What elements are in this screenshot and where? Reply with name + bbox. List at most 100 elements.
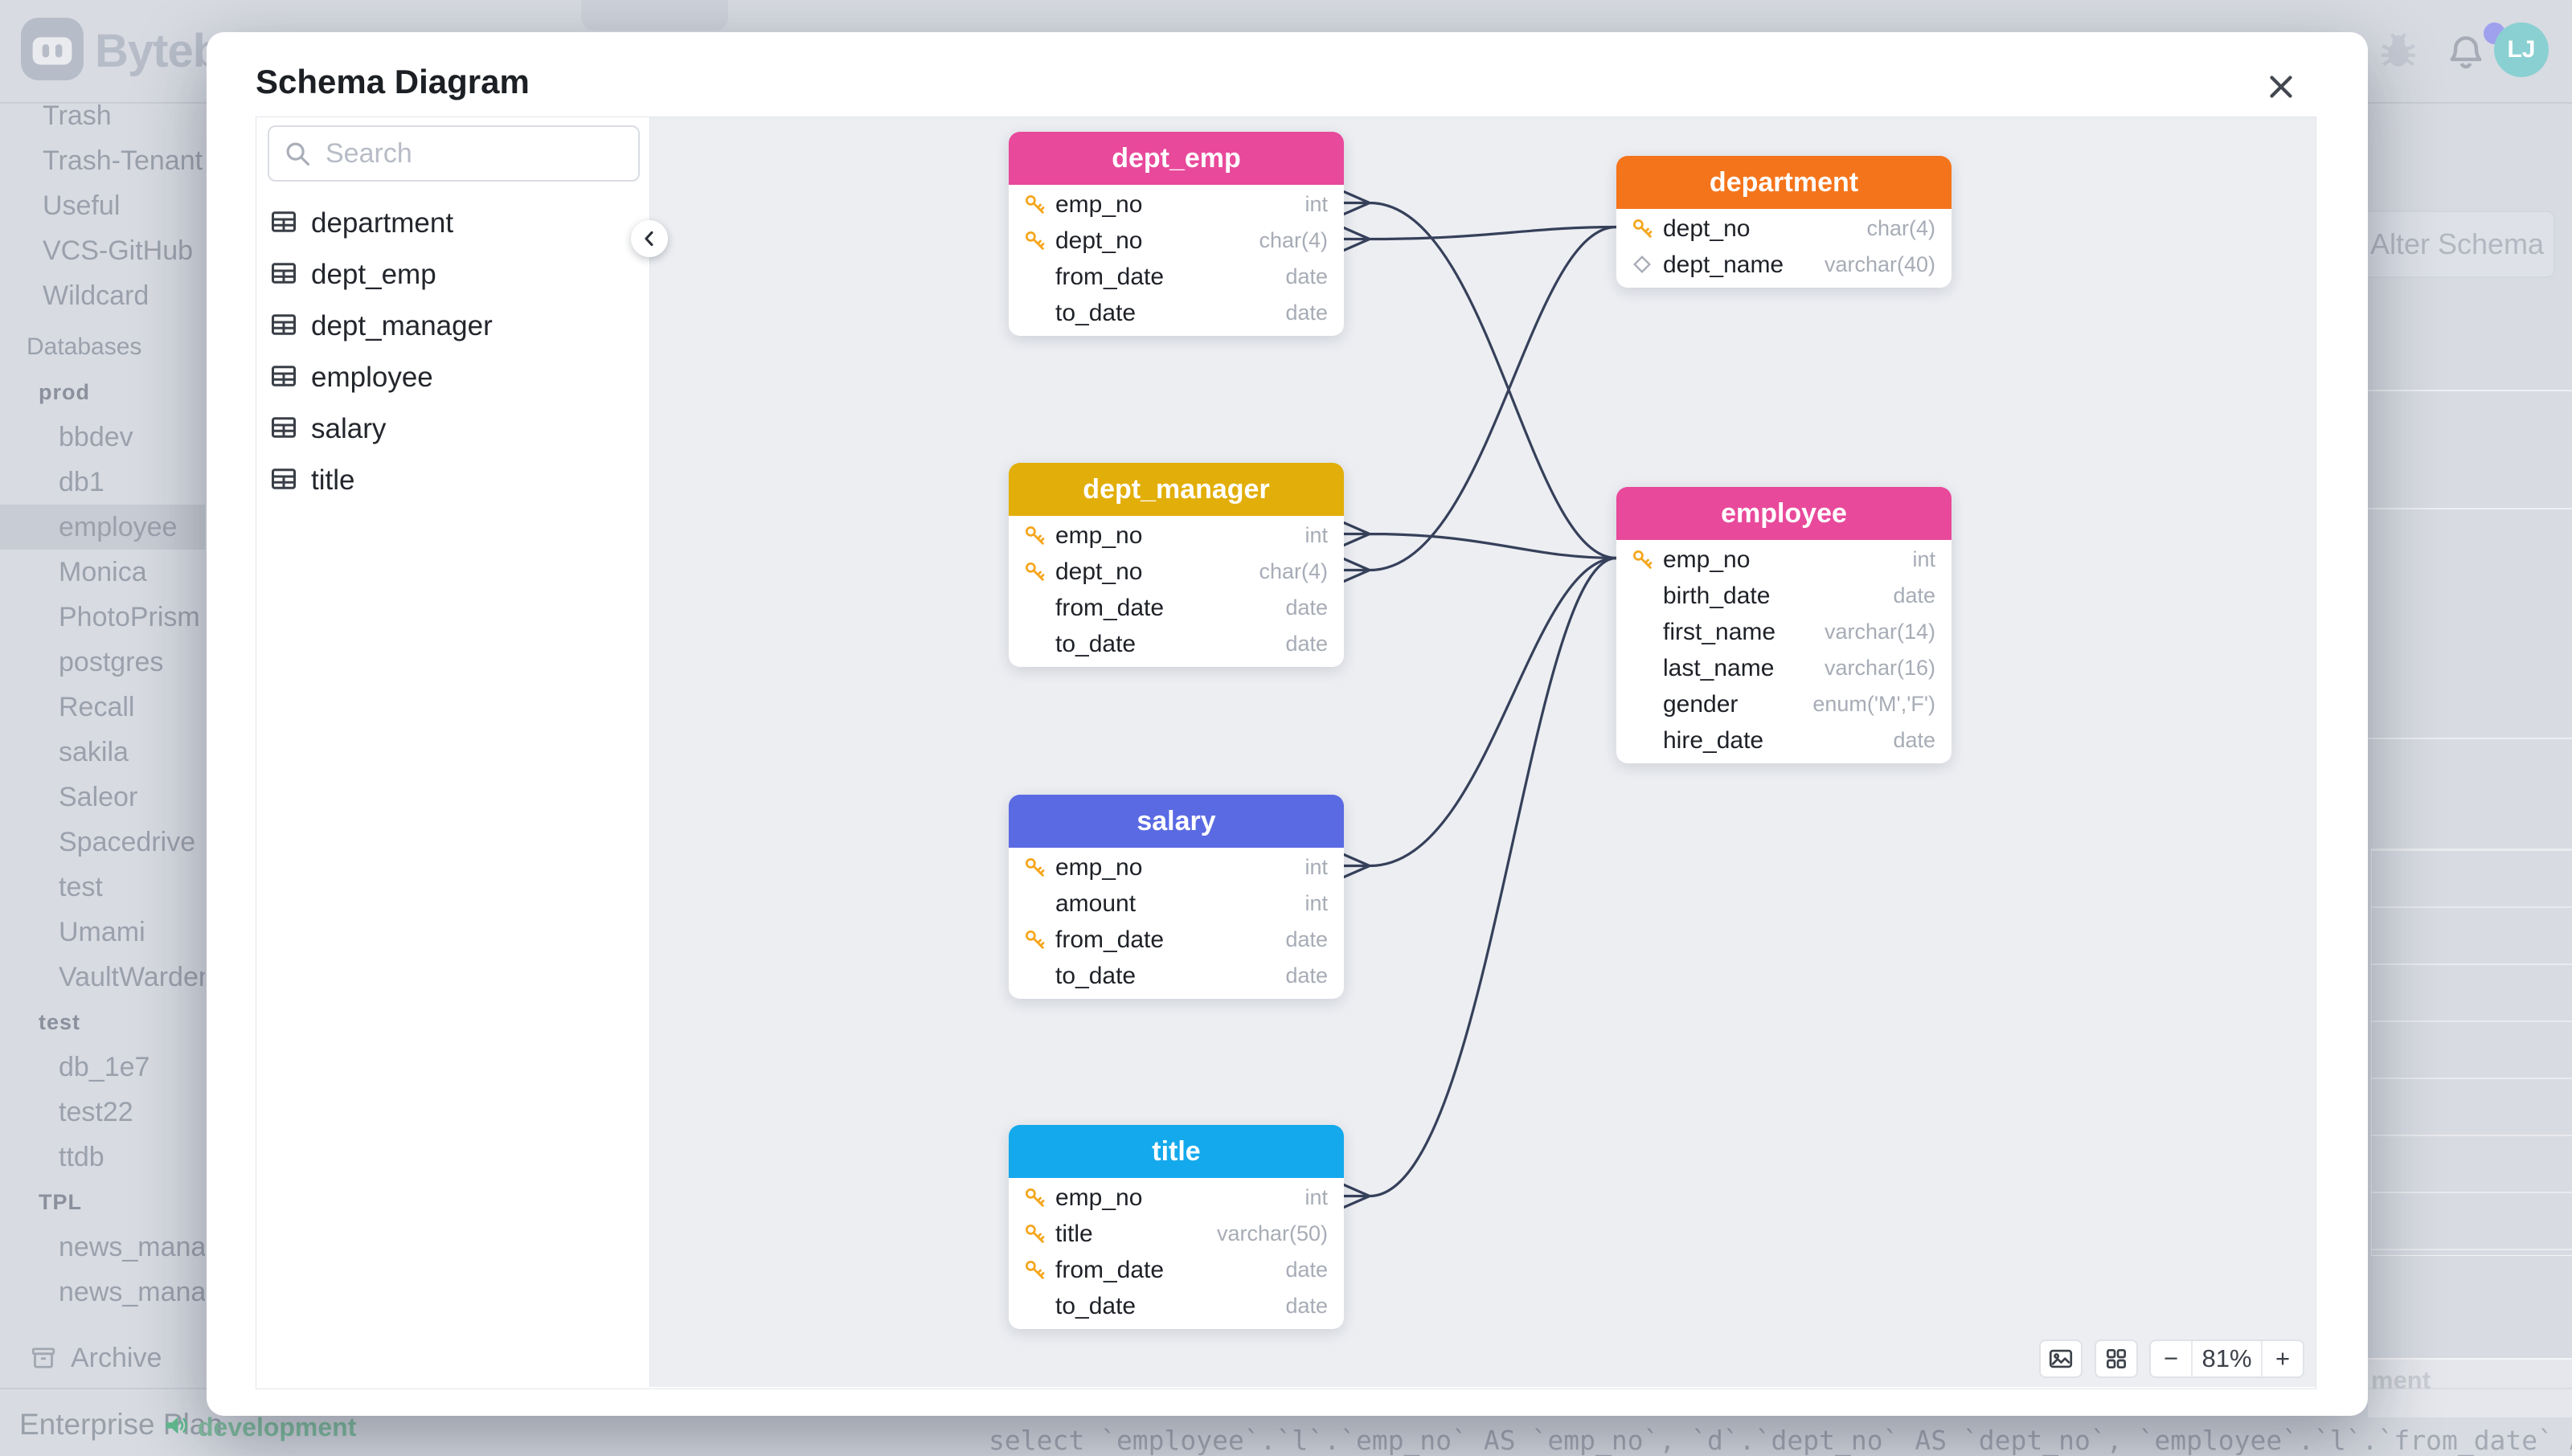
sidebar-item-news-manage[interactable]: news_manage <box>59 1232 205 1262</box>
modal-content: department dept_emp dept_manager employee sa… <box>256 117 2316 1389</box>
edge-title-employee <box>1342 556 1618 1209</box>
sidebar-item-employee[interactable]: employee <box>0 505 205 550</box>
sidebar-item-db-1e7[interactable]: db_1e7 <box>59 1052 150 1082</box>
column-name: birth_date <box>1663 582 1771 609</box>
column-type: char(4) <box>1259 228 1328 252</box>
sidebar-env-test: test <box>39 1010 81 1034</box>
table-list-label: employee <box>311 362 433 393</box>
sidebar-item-bbdev[interactable]: bbdev <box>59 422 133 452</box>
sidebar-item-photoprism[interactable]: PhotoPrism <box>59 602 200 632</box>
sidebar-item-wildcard[interactable]: Wildcard <box>43 280 149 311</box>
column-type: date <box>1285 963 1328 988</box>
table-list-item-title[interactable]: title <box>256 455 649 506</box>
zoom-level: 81% <box>2201 1344 2252 1372</box>
zoom-out-button[interactable]: − <box>2151 1341 2193 1376</box>
table-list-item-salary[interactable]: salary <box>256 403 649 455</box>
column-name: from_date <box>1055 263 1165 290</box>
bug-icon[interactable] <box>2376 29 2421 78</box>
no-icon <box>1023 964 1047 988</box>
column-name: dept_name <box>1663 251 1784 278</box>
column-type: char(4) <box>1259 559 1328 583</box>
primary-key-icon <box>1023 856 1047 880</box>
sidebar-item-umami[interactable]: Umami <box>59 917 145 947</box>
collapse-panel-button[interactable] <box>631 220 668 257</box>
table-list-item-dept-manager[interactable]: dept_manager <box>256 301 649 352</box>
sidebar-item-postgres[interactable]: postgres <box>59 647 164 677</box>
sidebar-item-saleor[interactable]: Saleor <box>59 782 138 812</box>
sidebar-item-trash-tenant[interactable]: Trash-Tenant <box>43 145 203 176</box>
column-name: emp_no <box>1663 546 1751 573</box>
relationship-edges <box>1342 190 1618 1209</box>
bell-icon[interactable] <box>2443 31 2488 80</box>
auto-layout-button[interactable] <box>2095 1339 2138 1378</box>
sidebar-item-useful[interactable]: Useful <box>43 190 121 221</box>
sidebar-item-ttdb[interactable]: ttdb <box>59 1142 104 1172</box>
column-name: emp_no <box>1055 190 1143 218</box>
table-card-title: title <box>1009 1125 1344 1178</box>
table-list-label: dept_emp <box>311 259 436 290</box>
sql-snippet: select `employee`.`l`.`emp_no` AS `emp_n… <box>989 1425 2572 1456</box>
sidebar-item-archive[interactable]: Archive <box>0 1335 205 1380</box>
zoom-in-button[interactable]: + <box>2261 1341 2303 1376</box>
export-image-button[interactable] <box>2039 1339 2083 1378</box>
close-icon[interactable] <box>2263 68 2300 105</box>
table-list-item-department[interactable]: department <box>256 198 649 249</box>
avatar[interactable]: LJ <box>2494 22 2549 77</box>
sidebar-item-monica[interactable]: Monica <box>59 557 147 587</box>
sidebar-item-news-manage[interactable]: news_manage <box>59 1277 205 1307</box>
table-icon <box>269 413 298 446</box>
sidebar-section-databases: Databases <box>27 333 142 360</box>
background-divider <box>2368 390 2572 391</box>
column-name: gender <box>1663 690 1739 718</box>
background-divider <box>2368 508 2572 509</box>
sidebar-item-sakila[interactable]: sakila <box>59 737 129 767</box>
search-input[interactable] <box>324 137 638 170</box>
primary-key-icon <box>1023 193 1047 217</box>
column-name: to_date <box>1055 299 1137 326</box>
sidebar-item-vaultwarden[interactable]: VaultWarden <box>59 962 205 992</box>
sidebar-item-db1[interactable]: db1 <box>59 467 104 497</box>
sidebar-item-test[interactable]: test <box>59 872 103 902</box>
sidebar-item-trash[interactable]: Trash <box>43 100 112 131</box>
table-list-label: title <box>311 464 355 496</box>
sidebar-item-recall[interactable]: Recall <box>59 692 135 722</box>
no-icon <box>1023 596 1047 620</box>
archive-label: Archive <box>71 1342 162 1373</box>
no-icon <box>1023 301 1047 325</box>
schema-diagram-modal: Schema Diagram department dept_emp dept_ma… <box>207 32 2368 1416</box>
no-icon <box>1023 265 1047 289</box>
sidebar-item-spacedrive[interactable]: Spacedrive <box>59 827 196 857</box>
background-table-rows <box>2371 849 2572 1256</box>
edge-salary-employee <box>1342 556 1618 879</box>
column-name: emp_no <box>1055 853 1143 881</box>
table-list-item-dept-emp[interactable]: dept_emp <box>256 249 649 301</box>
sidebar-item-vcs-github[interactable]: VCS-GitHub <box>43 235 194 266</box>
alter-schema-button[interactable]: Alter Schema <box>2359 211 2555 278</box>
environment-badge: development <box>198 1413 357 1442</box>
sidebar-item-test22[interactable]: test22 <box>59 1097 133 1127</box>
modal-title: Schema Diagram <box>256 63 530 100</box>
table-list-panel: department dept_emp dept_manager employee sa… <box>256 117 649 1389</box>
table-list-item-employee[interactable]: employee <box>256 352 649 403</box>
table-icon <box>269 362 298 395</box>
column-name: first_name <box>1663 618 1776 645</box>
